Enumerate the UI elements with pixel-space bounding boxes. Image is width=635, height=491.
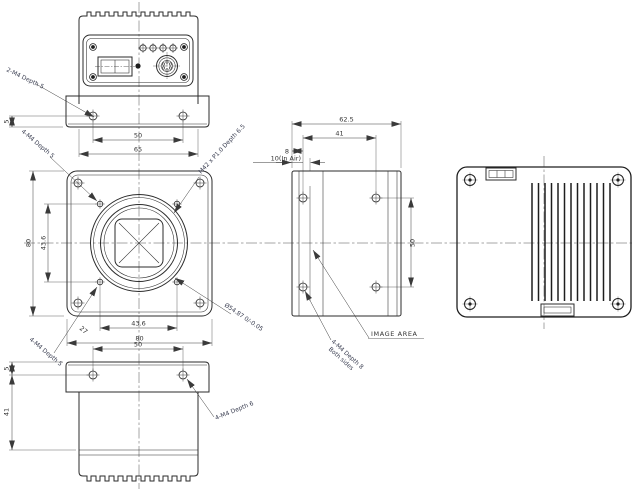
status-display — [95, 56, 135, 77]
rear-bottom-port — [540, 303, 575, 317]
side-hole-icon — [369, 280, 383, 294]
dim-bottom-hole-offset: 5 — [3, 366, 11, 370]
note-mount-holes: 4-M4 Depth 5 — [28, 336, 64, 368]
bottom-view-front-plate — [65, 361, 210, 393]
top-view-front-plate — [65, 95, 210, 128]
panel-screw-icon — [180, 43, 188, 51]
bottom-view: 50 5 41 4-M4 Depth 6 — [3, 341, 255, 482]
note-side-holes: 4-M4 Depth 8 Both sides — [327, 338, 365, 372]
side-body-outline — [291, 170, 402, 317]
lens-mount-rings — [90, 194, 188, 292]
panel-screw-icon — [180, 73, 188, 81]
io-connector-icon — [153, 52, 181, 80]
reset-button-icon — [135, 63, 141, 69]
dim-side-hole-spacing-vertical: 50 — [409, 239, 417, 247]
side-view: 62.5 41 8 50 IMAGE AREA 4-M4 Depth 8 Bot… — [285, 116, 424, 372]
dim-side-hole-offset: 8 — [285, 148, 289, 156]
mount-pattern-hole-icon — [171, 276, 183, 288]
mount-pattern-hole-icon — [94, 276, 106, 288]
led-indicator-icon — [157, 42, 169, 54]
heatsink-fins — [531, 183, 611, 301]
corner-hole-icon — [71, 296, 85, 310]
rear-screw-icon — [610, 296, 626, 312]
front-plate-outline — [66, 170, 213, 317]
corner-hole-icon — [193, 176, 207, 190]
sensor-window — [114, 218, 164, 268]
led-indicator-icon — [167, 42, 179, 54]
dim-front-width: 80 — [135, 335, 143, 343]
dim-side-hole-spacing-horizontal: 41 — [335, 130, 343, 138]
panel-screw-icon — [89, 73, 97, 81]
rear-screw-icon — [462, 172, 478, 188]
note-rear-plate-holes: 2-M4 Depth 5 — [5, 67, 45, 91]
mount-hole-icon — [86, 109, 100, 123]
rear-screw-icon — [610, 172, 626, 188]
led-indicator-icon — [147, 42, 159, 54]
dim-front-corner-offset: 27 — [78, 324, 89, 335]
dim-front-height: 80 — [25, 239, 33, 247]
note-spigot-diameter: Ø54.87 0/-0.05 — [223, 302, 265, 333]
front-view: 80 43.6 43.6 80 27 M42 x P1.0 Depth 6.5 … — [25, 123, 325, 368]
dim-front-hole-pattern-height: 43.6 — [40, 236, 48, 250]
dim-bottom-body-length: 41 — [3, 408, 11, 416]
top-view-body-outline — [78, 11, 199, 104]
note-front-plate-holes: 4-M4 Depth 5 — [20, 128, 56, 160]
dim-top-body-width: 65 — [134, 146, 142, 154]
rear-view — [456, 156, 632, 329]
side-hole-icon — [296, 191, 310, 205]
note-lens-mount: M42 x P1.0 Depth 6.5 — [197, 123, 247, 175]
dim-front-hole-pattern-width: 43.6 — [131, 320, 145, 328]
side-hole-icon — [369, 191, 383, 205]
note-image-area: IMAGE AREA — [371, 330, 418, 338]
side-hole-icon — [296, 280, 310, 294]
dim-side-depth: 62.5 — [339, 116, 353, 124]
note-flange-distance: 10(In Air) — [271, 155, 301, 163]
rear-screw-icon — [462, 296, 478, 312]
bottom-view-body-outline — [78, 392, 199, 482]
mount-hole-icon — [176, 109, 190, 123]
corner-hole-icon — [193, 296, 207, 310]
led-indicator-icon — [137, 42, 149, 54]
dim-top-hole-spacing: 50 — [134, 132, 142, 140]
panel-screw-icon — [89, 43, 97, 51]
top-view: 50 65 5 2-M4 Depth 5 4-M4 Depth 5 — [3, 11, 210, 202]
rear-panel-inner — [86, 38, 190, 83]
note-bottom-holes: 4-M4 Depth 6 — [214, 400, 255, 422]
rear-connector-icon — [485, 167, 517, 181]
dim-bottom-hole-spacing: 50 — [134, 341, 142, 349]
rear-panel-outer — [82, 34, 194, 87]
dim-top-hole-offset: 5 — [3, 119, 11, 123]
